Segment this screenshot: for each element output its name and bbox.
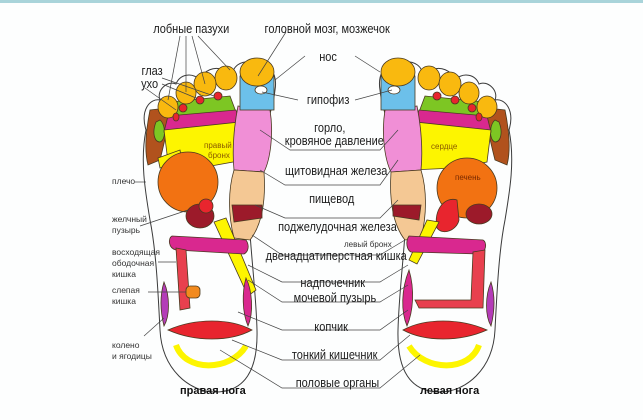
label-pancreas: поджелудочная железа bbox=[278, 220, 397, 234]
leader-lines bbox=[135, 31, 421, 389]
left-knee bbox=[486, 280, 495, 328]
left-descending-colon bbox=[414, 249, 486, 309]
left-bladder-magenta bbox=[402, 268, 413, 328]
left-foot-zones bbox=[383, 95, 510, 369]
left-spot-3 bbox=[467, 103, 477, 113]
left-toe-3 bbox=[438, 71, 462, 97]
right-transverse-colon bbox=[168, 235, 249, 255]
left-red-blob bbox=[435, 198, 460, 233]
left-toe-4 bbox=[458, 81, 480, 105]
label-genitals: половые органы bbox=[295, 376, 380, 390]
left-toe-2 bbox=[417, 65, 441, 91]
right-cecum bbox=[185, 285, 201, 299]
right-ear-spot-1 bbox=[178, 103, 188, 113]
left-transverse-colon bbox=[406, 235, 487, 255]
right-red-small bbox=[198, 198, 214, 214]
right-green-small bbox=[153, 119, 165, 143]
right-darkred-band bbox=[231, 204, 263, 223]
top-border bbox=[0, 0, 643, 3]
left-spot-1 bbox=[432, 91, 442, 101]
label-nose: нос bbox=[319, 50, 337, 64]
label-knee-1: колено bbox=[112, 340, 140, 350]
label-cecum-1: слепая bbox=[112, 285, 140, 295]
right-pink-throat bbox=[232, 105, 272, 173]
left-darkred-spot bbox=[465, 203, 493, 225]
left-foot-toes bbox=[380, 57, 498, 122]
label-coccyx: копчик bbox=[314, 320, 348, 334]
right-coccyx-red bbox=[167, 320, 253, 340]
label-shoulder: плечо bbox=[112, 176, 136, 186]
right-eye-spot-1 bbox=[213, 91, 223, 101]
right-ear-spot-2 bbox=[172, 112, 180, 122]
label-brain: головной мозг, мозжечок bbox=[264, 22, 390, 36]
right-big-toe bbox=[239, 57, 275, 87]
label-ascending-colon-3: кишка bbox=[112, 269, 136, 279]
right-foot-title: правая нога bbox=[180, 385, 246, 397]
label-blood-pressure: кровяное давление bbox=[284, 134, 384, 148]
left-spot-4 bbox=[475, 112, 483, 122]
label-eye: глаз bbox=[141, 64, 163, 78]
label-adrenal: надпочечник bbox=[300, 276, 366, 290]
right-toe-5 bbox=[157, 95, 179, 119]
right-foot-toes bbox=[157, 57, 275, 122]
left-spot-2 bbox=[450, 95, 460, 105]
label-right-bronchus-1: правый bbox=[204, 141, 232, 150]
left-genital-yellow bbox=[406, 343, 482, 369]
left-foot-title: левая нога bbox=[420, 385, 480, 397]
label-ear: ухо bbox=[141, 77, 159, 91]
left-toe-5 bbox=[476, 95, 498, 119]
left-green-small bbox=[490, 119, 502, 143]
label-duodenum: двенадцатиперстная кишка bbox=[265, 249, 407, 263]
right-knee bbox=[160, 280, 169, 328]
label-gallbladder-1: желчный bbox=[112, 214, 147, 224]
left-big-toe bbox=[380, 57, 416, 87]
right-eye-spot-2 bbox=[195, 95, 205, 105]
label-thyroid: щитовидная железа bbox=[284, 164, 388, 178]
right-foot-zones bbox=[145, 95, 272, 369]
right-toe-2 bbox=[214, 65, 238, 91]
left-nose-spot bbox=[387, 85, 401, 95]
right-genital-yellow bbox=[173, 343, 249, 369]
label-small-intestine: тонкий кишечник bbox=[291, 348, 378, 362]
label-bladder: мочевой пузырь bbox=[293, 291, 377, 305]
label-left-bronchus: левый бронх bbox=[344, 240, 392, 249]
label-right-bronchus-2: бронх bbox=[208, 151, 230, 160]
label-throat: горло, bbox=[314, 121, 346, 135]
left-coccyx-red bbox=[402, 320, 488, 340]
label-ascending-colon-2: ободочная bbox=[112, 258, 155, 268]
label-cecum-2: кишка bbox=[112, 296, 136, 306]
label-gallbladder-2: пузырь bbox=[112, 225, 141, 235]
label-pituitary: гипофиз bbox=[306, 93, 350, 107]
right-bladder-magenta bbox=[242, 276, 252, 328]
label-heart: сердце bbox=[431, 142, 458, 151]
label-frontal-sinuses: лобные пазухи bbox=[153, 22, 230, 36]
label-esophagus: пищевод bbox=[309, 192, 355, 206]
left-darkred-band bbox=[392, 204, 422, 221]
right-ascending-colon bbox=[175, 247, 191, 311]
right-yellow-stem bbox=[213, 217, 257, 297]
label-ascending-colon-1: восходящая bbox=[112, 247, 160, 257]
label-knee-2: и ягодицы bbox=[112, 351, 152, 361]
left-pink-throat bbox=[383, 105, 423, 173]
right-nose-spot bbox=[254, 85, 268, 95]
label-liver: печень bbox=[455, 173, 481, 182]
